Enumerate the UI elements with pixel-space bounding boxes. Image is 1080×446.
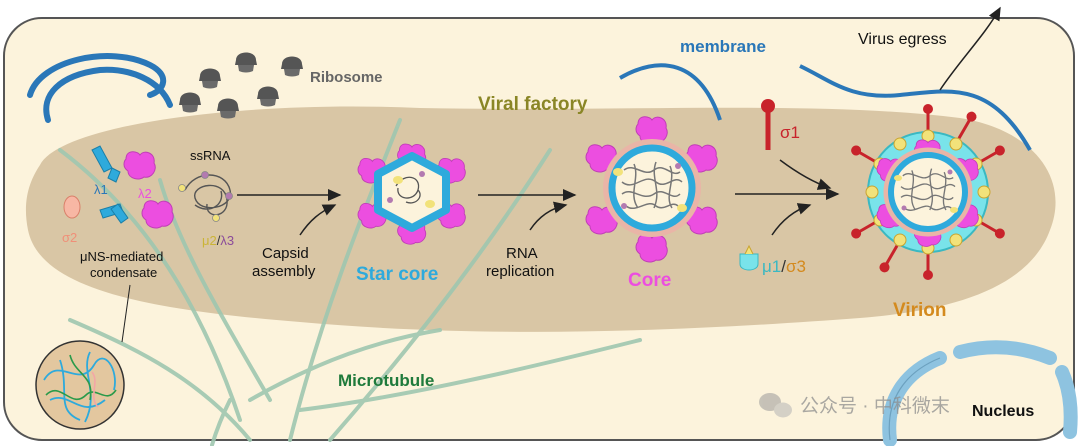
mu1-sigma3-label: μ1/σ3 bbox=[762, 257, 806, 276]
rna-label-1: RNA bbox=[506, 245, 538, 262]
virion-label: Virion bbox=[893, 300, 947, 321]
viral-factory-label: Viral factory bbox=[478, 94, 588, 115]
core-label: Core bbox=[628, 270, 671, 291]
sigma2-label: σ2 bbox=[62, 230, 77, 245]
membrane-arc-1 bbox=[619, 63, 722, 121]
mu1-sigma3-protein bbox=[739, 244, 759, 271]
lambda2-protein bbox=[123, 151, 156, 180]
lambda1-label: λ1 bbox=[94, 182, 108, 197]
microtubules bbox=[58, 118, 642, 446]
sigma1-protein bbox=[761, 99, 775, 150]
lambda1-protein bbox=[91, 145, 129, 224]
arrow-rna bbox=[529, 201, 568, 231]
ssrna-tangle bbox=[178, 171, 233, 222]
rna-label-2: replication bbox=[486, 263, 554, 280]
viral-factory-region bbox=[25, 106, 1056, 332]
arrow-capsid bbox=[299, 204, 337, 236]
membrane-arc-2 bbox=[799, 64, 1032, 151]
egress-arrow bbox=[939, 6, 1001, 91]
star-core-particle bbox=[357, 143, 466, 245]
condensate-label-1: μNS-mediated bbox=[80, 249, 163, 264]
condensate-label-2: condensate bbox=[90, 265, 157, 280]
core-particle bbox=[585, 116, 718, 263]
wechat-icon bbox=[759, 393, 792, 418]
microtubule-label: Microtubule bbox=[338, 371, 434, 390]
capsid-label-2: assembly bbox=[252, 263, 316, 280]
condensate-zoom bbox=[35, 340, 125, 430]
membrane-label: membrane bbox=[680, 37, 766, 56]
arrow-sigma1 bbox=[779, 159, 832, 190]
virus-egress-label: Virus egress bbox=[858, 31, 947, 48]
star-core-label: Star core bbox=[356, 264, 438, 285]
endoplasmic-membrane bbox=[27, 53, 173, 123]
ribosome-label: Ribosome bbox=[310, 69, 383, 86]
mu2-lambda3-label: μ2/λ3 bbox=[202, 233, 234, 248]
capsid-label-1: Capsid bbox=[262, 245, 309, 262]
virion-particle bbox=[847, 102, 1009, 282]
nucleus-label: Nucleus bbox=[972, 403, 1034, 420]
sigma2-protein bbox=[63, 195, 81, 219]
condensate-pointer bbox=[121, 284, 131, 343]
nucleus-envelope bbox=[882, 340, 1078, 446]
lambda2-label: λ2 bbox=[138, 186, 152, 201]
ssrna-label: ssRNA bbox=[190, 148, 231, 163]
arrow-mu1 bbox=[771, 203, 812, 236]
sigma1-label: σ1 bbox=[780, 123, 800, 142]
watermark-text: 公众号 · 中科微末 bbox=[800, 395, 950, 417]
